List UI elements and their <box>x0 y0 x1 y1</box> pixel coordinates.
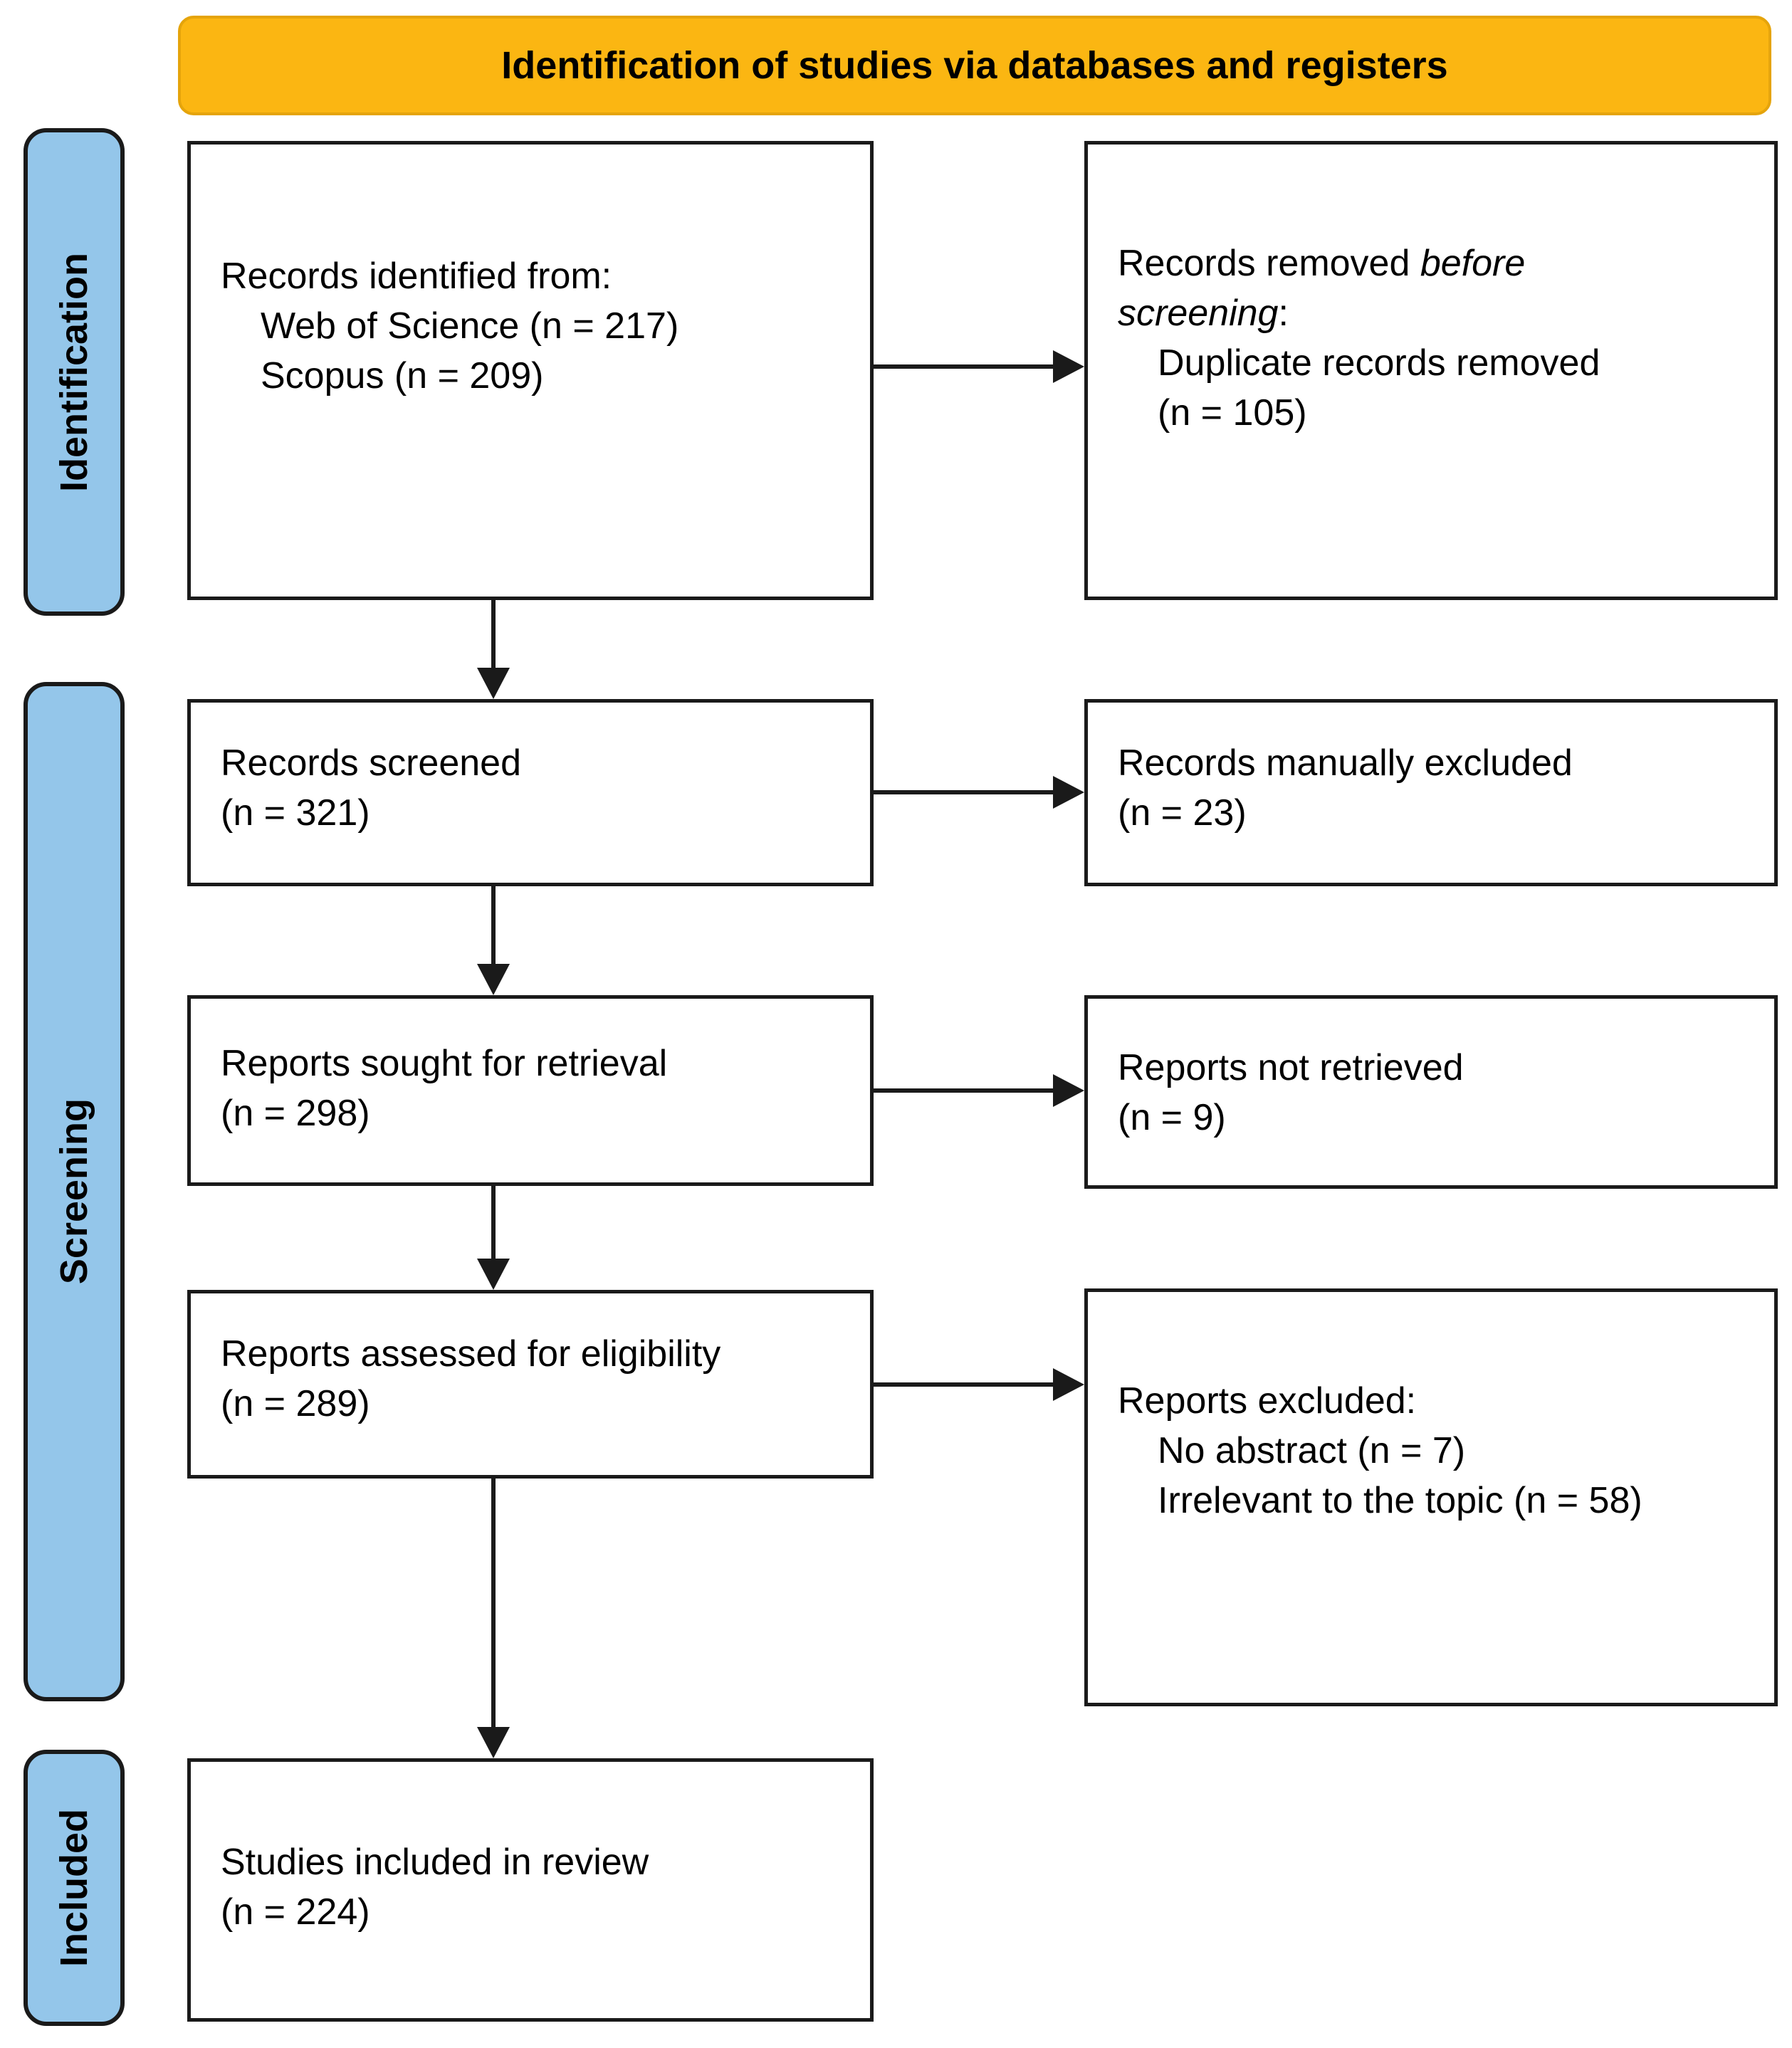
arrow-line-identified-to-screened <box>491 600 496 669</box>
stage-label-included: Included <box>23 1750 125 2026</box>
arrowhead-down-icon <box>477 668 510 699</box>
text-line: Studies included in review <box>221 1842 649 1883</box>
box-records-removed-before-screening: Records removed before screening: Duplicat… <box>1084 141 1778 600</box>
text-line: (n = 224) <box>221 1891 370 1933</box>
box-reports-not-retrieved: Reports not retrieved (n = 9) <box>1084 995 1778 1189</box>
text-line: Web of Science (n = 217) <box>261 305 679 347</box>
text-line: Records identified from: <box>221 256 612 297</box>
arrowhead-down-icon <box>477 964 510 995</box>
arrowhead-right-icon <box>1053 776 1084 809</box>
box-reports-assessed-for-eligibility: Reports assessed for eligibility (n = 289… <box>187 1290 874 1479</box>
box-records-identified: Records identified from: Web of Science (… <box>187 141 874 600</box>
text-line: Reports excluded: <box>1118 1380 1417 1422</box>
stage-label-screening-text: Screening <box>53 1098 95 1285</box>
text-line: Reports assessed for eligibility <box>221 1333 721 1375</box>
text-line: (n = 23) <box>1118 792 1247 834</box>
text-line: (n = 105) <box>1158 392 1307 434</box>
arrowhead-right-icon <box>1053 1074 1084 1107</box>
stage-label-screening: Screening <box>23 682 125 1701</box>
arrow-line-assessed-to-excluded <box>874 1382 1056 1387</box>
text-line: Scopus (n = 209) <box>261 355 544 397</box>
arrow-line-screened-to-manually-excluded <box>874 790 1056 794</box>
text-line: Records screened <box>221 742 521 784</box>
arrow-line-identified-to-removed <box>874 364 1056 369</box>
arrowhead-right-icon <box>1053 350 1084 383</box>
arrow-line-sought-to-assessed <box>491 1186 496 1260</box>
arrow-line-screened-to-sought <box>491 886 496 965</box>
text-line: (n = 289) <box>221 1383 370 1424</box>
text-line: Reports not retrieved <box>1118 1047 1464 1088</box>
title-banner-label: Identification of studies via databases … <box>501 44 1448 87</box>
arrowhead-right-icon <box>1053 1368 1084 1401</box>
arrow-line-sought-to-not-retrieved <box>874 1088 1056 1093</box>
box-reports-sought-for-retrieval: Reports sought for retrieval (n = 298) <box>187 995 874 1186</box>
text-line: (n = 321) <box>221 792 370 834</box>
title-banner: Identification of studies via databases … <box>178 16 1771 115</box>
arrowhead-down-icon <box>477 1259 510 1290</box>
stage-label-identification-text: Identification <box>53 252 95 492</box>
box-reports-excluded: Reports excluded: No abstract (n = 7) Irre… <box>1084 1288 1778 1706</box>
box-records-screened: Records screened (n = 321) <box>187 699 874 886</box>
text-line: Duplicate records removed <box>1158 342 1600 384</box>
arrowhead-down-icon <box>477 1727 510 1758</box>
text-line: Records removed before <box>1118 243 1526 284</box>
text-line: screening: <box>1118 293 1289 334</box>
stage-label-identification: Identification <box>23 128 125 616</box>
text-line: Records manually excluded <box>1118 742 1573 784</box>
text-line: Reports sought for retrieval <box>221 1043 668 1084</box>
box-records-manually-excluded: Records manually excluded (n = 23) <box>1084 699 1778 886</box>
stage-label-included-text: Included <box>53 1808 95 1967</box>
arrow-line-assessed-to-included <box>491 1479 496 1728</box>
text-line: (n = 9) <box>1118 1097 1226 1138</box>
box-studies-included-in-review: Studies included in review (n = 224) <box>187 1758 874 2022</box>
text-line: No abstract (n = 7) <box>1158 1430 1466 1471</box>
text-line: (n = 298) <box>221 1093 370 1134</box>
text-line: Irrelevant to the topic (n = 58) <box>1158 1480 1642 1521</box>
